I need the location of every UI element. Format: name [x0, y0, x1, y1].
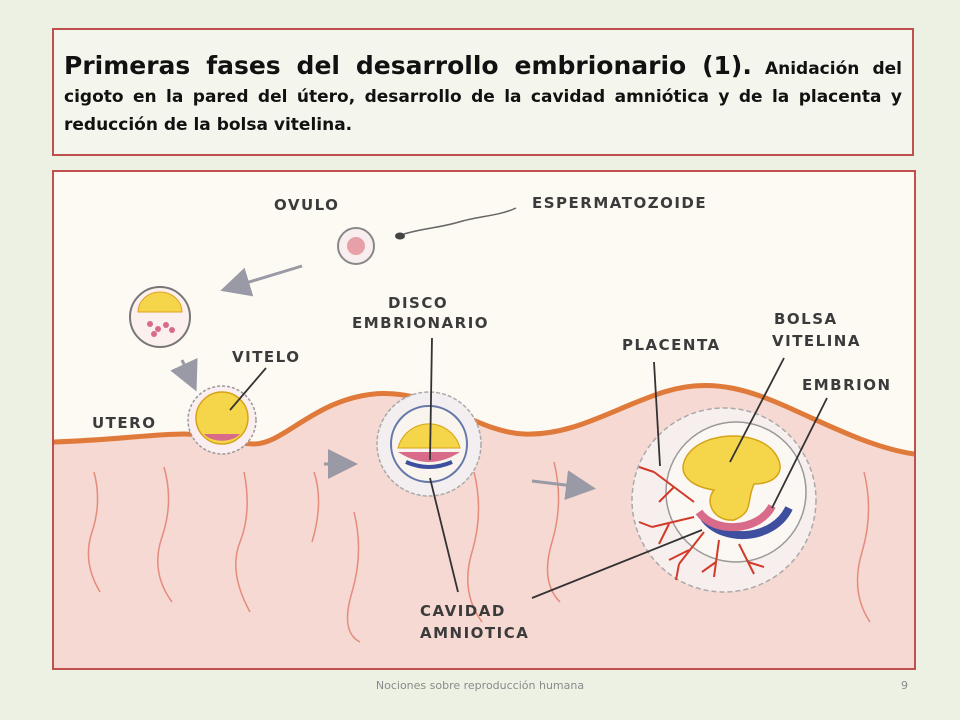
label-espermatozoide: ESPERMATOZOIDE [532, 194, 707, 212]
label-disco-line1: DISCO [388, 294, 448, 312]
label-leader-lines [229, 337, 828, 599]
slide-title: Primeras fases del desarrollo embrionari… [64, 52, 902, 139]
implanting-blastocyst [187, 385, 257, 455]
title-description: Anidación del cigoto en la pared del úte… [64, 59, 902, 135]
label-embrion: EMBRION [802, 376, 892, 394]
page-number: 9 [901, 679, 908, 692]
label-placenta: PLACENTA [622, 336, 721, 354]
label-cavidad-line1: CAVIDAD [420, 602, 506, 620]
label-ovulo: OVULO [274, 196, 339, 214]
label-cavidad-line2: AMNIOTICA [420, 624, 529, 642]
label-bolsa-line1: BOLSA [774, 310, 838, 328]
label-disco-line2: EMBRIONARIO [352, 314, 489, 332]
label-utero: UTERO [92, 414, 156, 432]
title-box: Primeras fases del desarrollo embrionari… [52, 28, 914, 156]
arrow-4 [531, 470, 596, 501]
embryo-development-diagram: OVULO ESPERMATOZOIDE DISCO EMBRIONARIO P… [54, 194, 914, 668]
diagram-frame: OVULO ESPERMATOZOIDE DISCO EMBRIONARIO P… [52, 170, 916, 670]
title-main: Primeras fases del desarrollo embrionari… [64, 51, 752, 80]
morula-cell [129, 286, 191, 348]
placenta-stage [631, 407, 817, 593]
label-bolsa-line2: VITELINA [772, 332, 861, 350]
arrow-2 [170, 357, 198, 392]
footer-text: Nociones sobre reproducción humana [375, 679, 585, 692]
ovum [337, 227, 375, 265]
spermatozoon [395, 207, 517, 240]
label-vitelo: VITELO [232, 348, 300, 366]
embryonic-disc-stage [376, 391, 482, 497]
arrow-1 [220, 264, 303, 297]
